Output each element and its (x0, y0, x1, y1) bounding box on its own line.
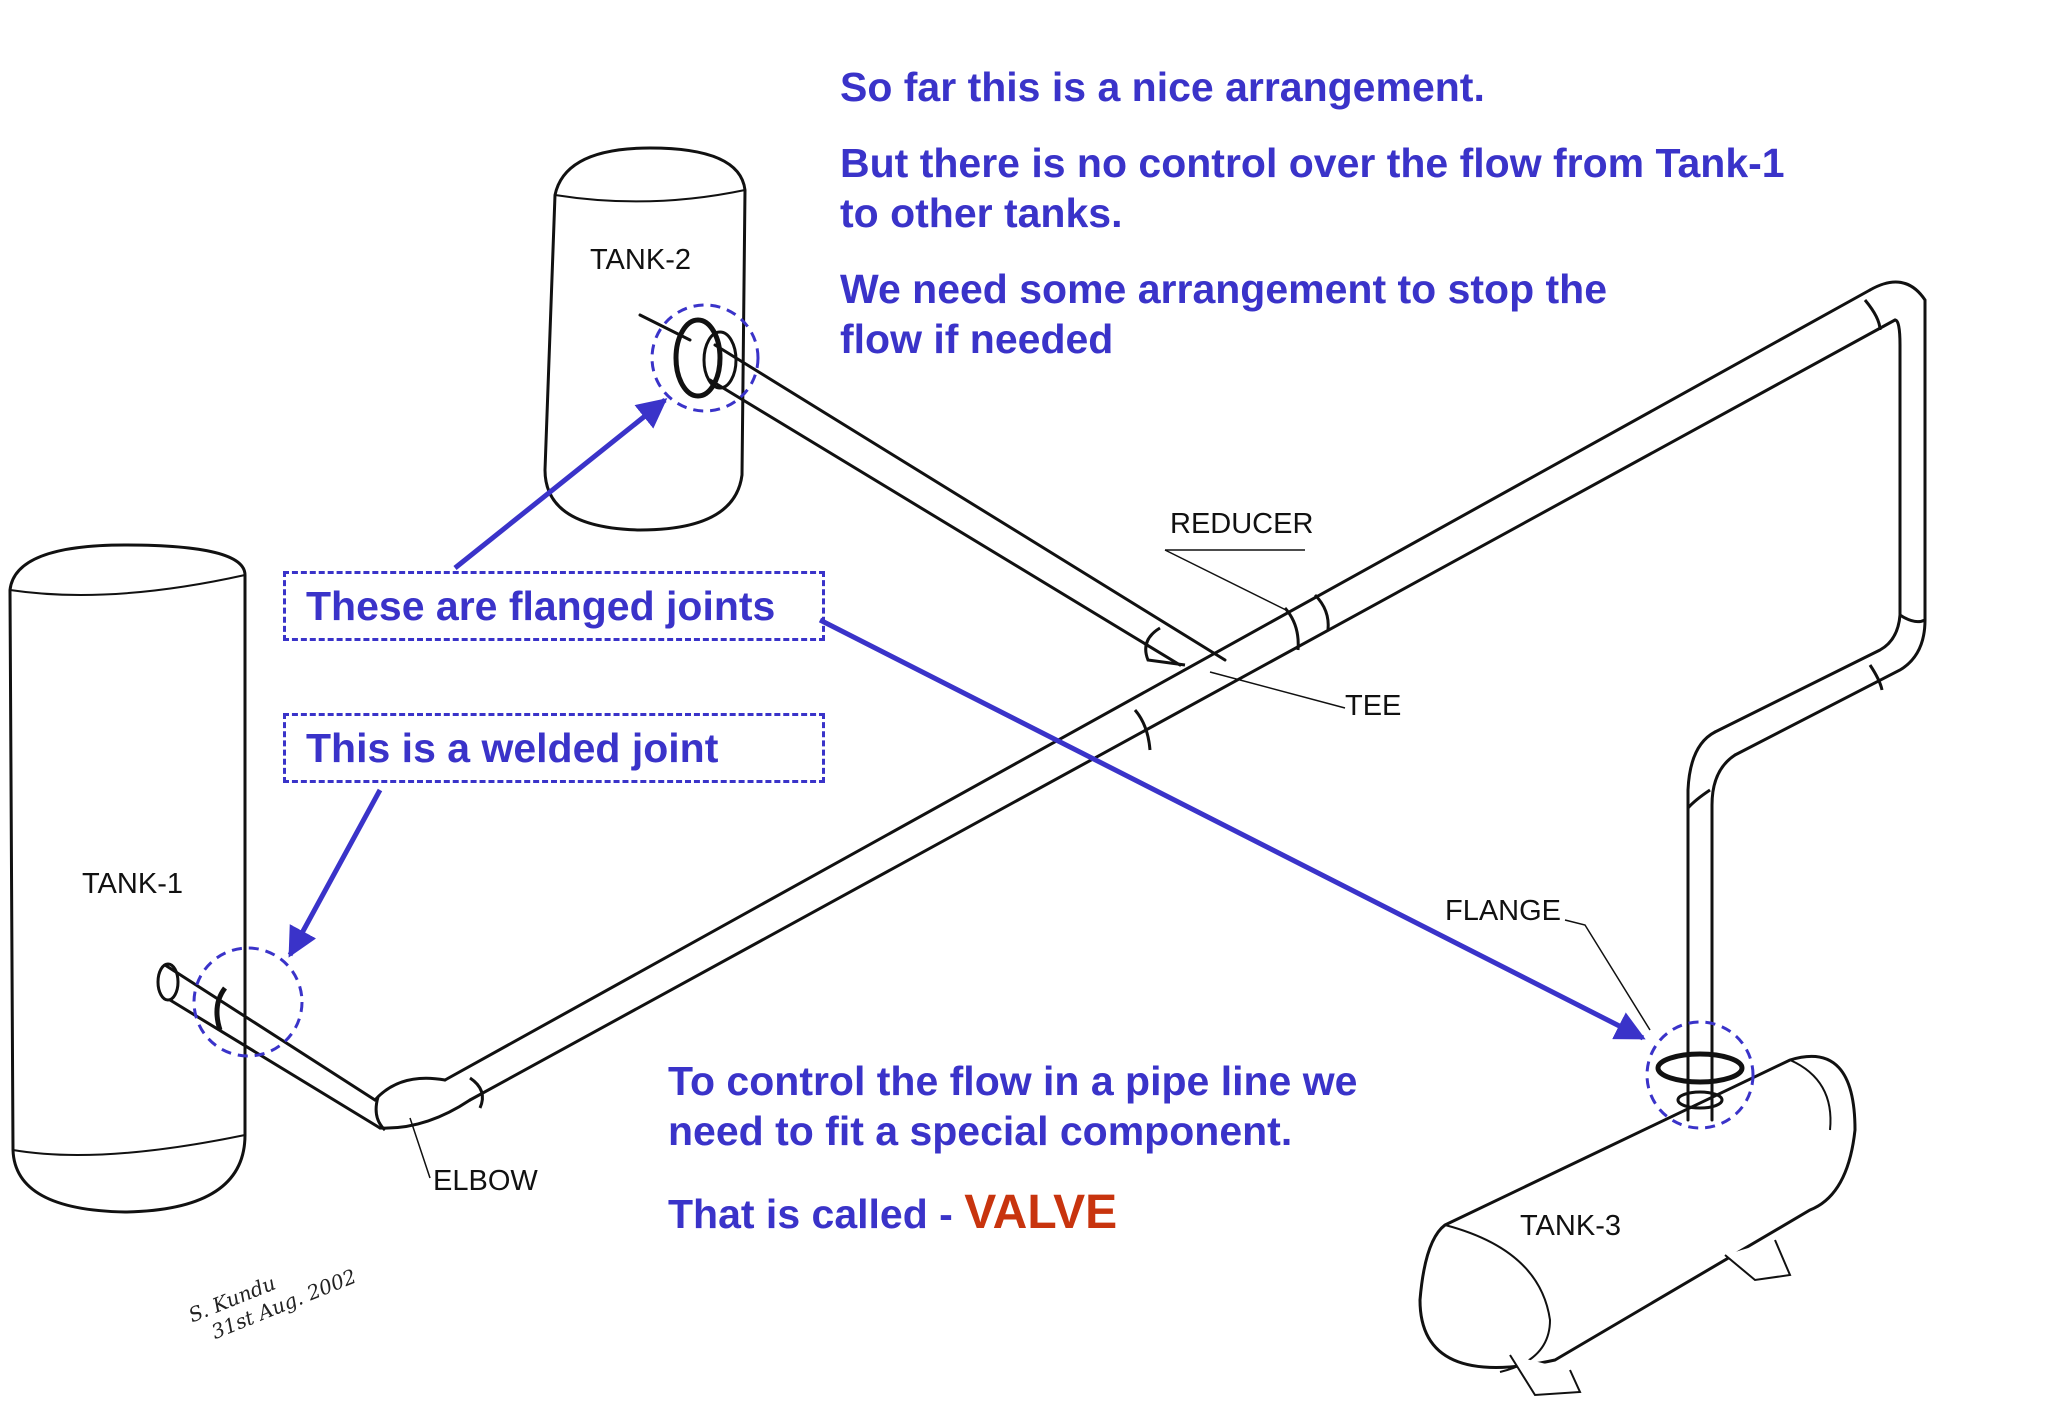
flanged-joints-callout: These are flanged joints (283, 571, 825, 641)
conclusion-line-2: need to fit a special component. (668, 1108, 1293, 1154)
intro-line-1: So far this is a nice arrangement. (840, 64, 1485, 110)
elbow-label: ELBOW (433, 1165, 538, 1197)
tank-3-drawing (1418, 1054, 1857, 1397)
valve-highlight: VALVE (964, 1186, 1118, 1239)
conclusion-line-3: That is called - VALVE (668, 1188, 1117, 1239)
intro-line-2b: to other tanks. (840, 190, 1123, 236)
tank-3-label: TANK-3 (1520, 1210, 1621, 1242)
flange-label: FLANGE (1445, 895, 1562, 927)
conclusion-prefix: That is called - (668, 1191, 965, 1237)
intro-line-3b: flow if needed (840, 316, 1114, 362)
welded-joint-callout: This is a welded joint (283, 713, 825, 783)
tank-1-drawing (8, 543, 247, 1214)
label-leaders (409, 549, 1651, 1179)
tee-label: TEE (1345, 690, 1402, 722)
intro-line-2a: But there is no control over the flow fr… (840, 140, 1785, 186)
conclusion-line-1: To control the flow in a pipe line we (668, 1058, 1358, 1104)
pipe-network (156, 280, 1927, 1130)
arrow-to-tank2-flange (453, 398, 668, 570)
annotation-arrows (287, 398, 1646, 1041)
arrow-to-welded-joint (287, 788, 383, 958)
joint-markers (192, 303, 1755, 1130)
tank-2-drawing (543, 146, 747, 532)
intro-line-3a: We need some arrangement to stop the (840, 266, 1608, 312)
tank-2-label: TANK-2 (590, 244, 691, 276)
tank-1-label: TANK-1 (82, 868, 183, 900)
arrow-to-tank3-flange (818, 617, 1646, 1041)
reducer-label: REDUCER (1170, 508, 1314, 540)
